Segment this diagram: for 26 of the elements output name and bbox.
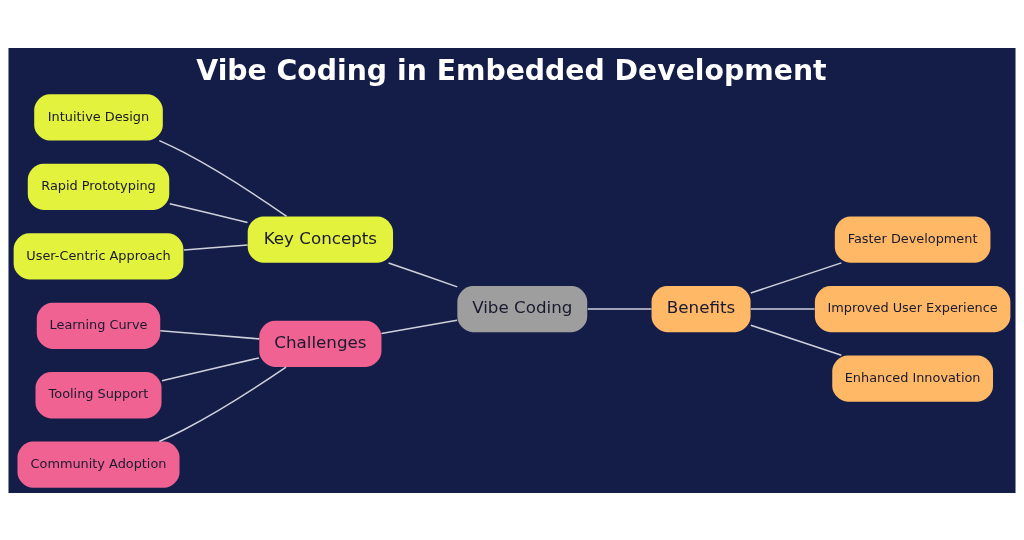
node-box: Benefits xyxy=(651,285,751,332)
connector xyxy=(750,307,816,310)
connector xyxy=(159,329,260,340)
connector xyxy=(750,323,843,356)
node-box: User-Centric Approach xyxy=(13,232,184,279)
node-box: Improved User Experience xyxy=(814,285,1011,332)
connector xyxy=(750,261,843,294)
connector xyxy=(380,318,458,334)
diagram-title: Vibe Coding in Embedded Development xyxy=(196,53,827,87)
connector xyxy=(161,356,260,381)
node-box: Challenges xyxy=(259,320,382,367)
node-box: Vibe Coding xyxy=(457,285,588,332)
node-box: Learning Curve xyxy=(36,302,161,349)
connector xyxy=(387,261,459,288)
connector xyxy=(586,307,653,310)
node-box: Key Concepts xyxy=(247,216,394,263)
node-box: Community Adoption xyxy=(17,441,180,488)
node-box: Faster Development xyxy=(834,216,991,263)
connector xyxy=(183,243,249,251)
connector xyxy=(169,202,249,223)
node-box: Enhanced Innovation xyxy=(832,354,993,402)
node-box: Rapid Prototyping xyxy=(27,163,170,210)
node-box: Intuitive Design xyxy=(34,93,163,141)
connector xyxy=(158,139,288,217)
connector xyxy=(158,365,287,442)
node-box: Tooling Support xyxy=(35,371,162,418)
